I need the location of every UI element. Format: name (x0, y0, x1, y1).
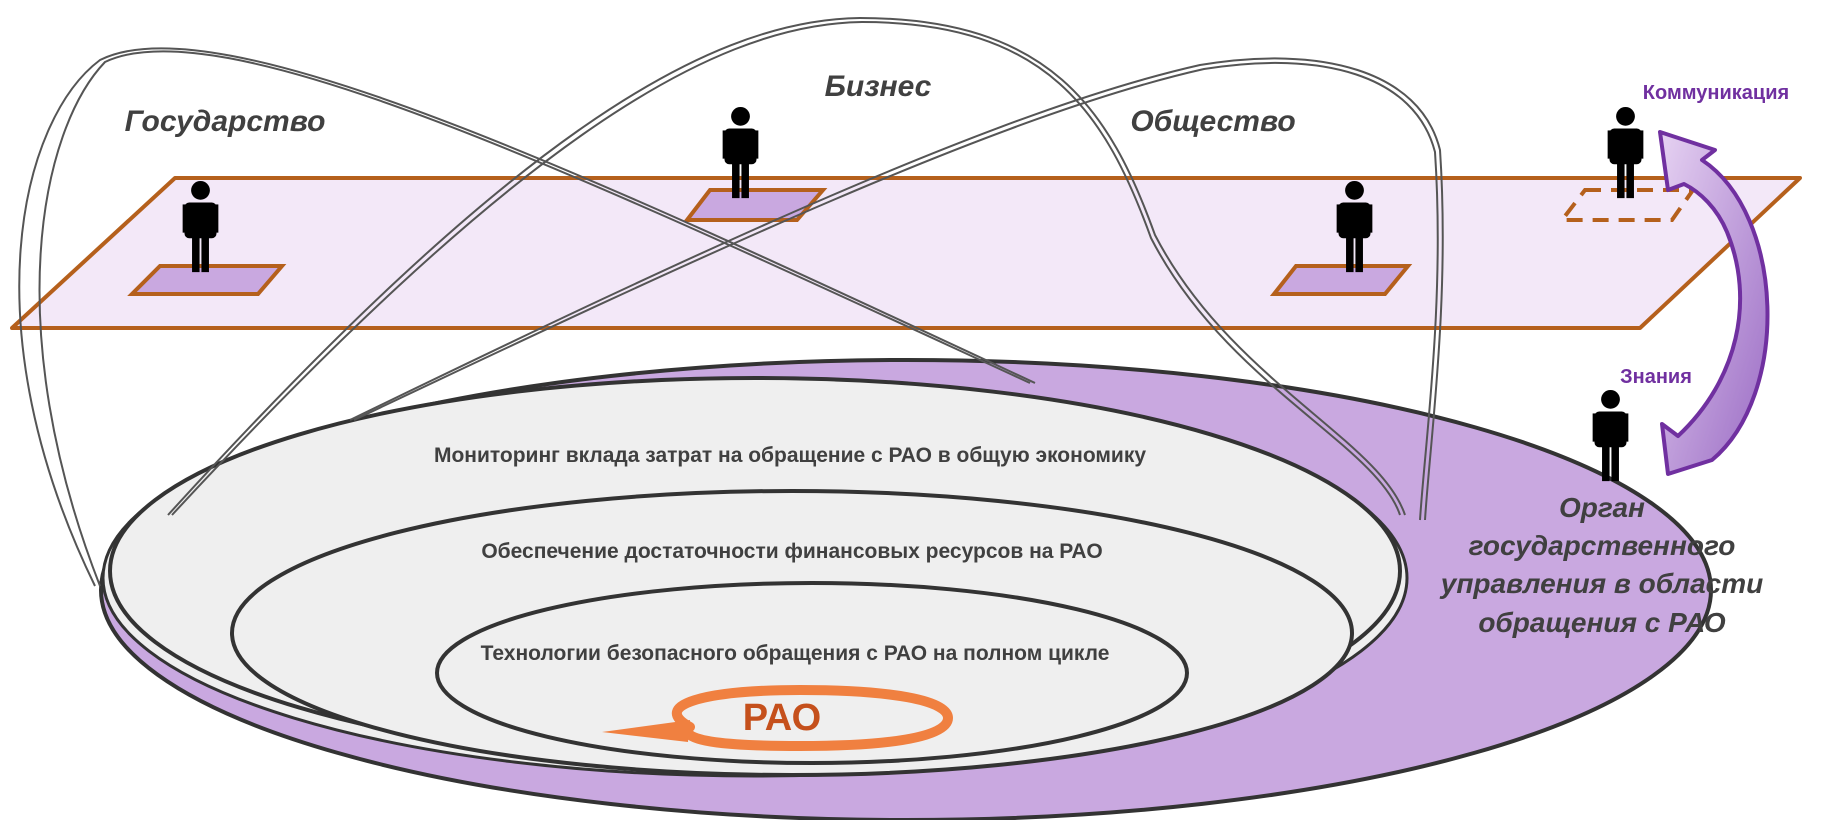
society-plane (10, 176, 1802, 330)
label-organ-1: Орган (1559, 492, 1645, 523)
feedback-arrow-icon (1658, 130, 1770, 476)
center-label-rao: РАО (743, 697, 822, 739)
label-biznes: Бизнес (825, 70, 932, 103)
label-organ-2: государственного (1469, 530, 1736, 561)
person-icon-znaniya (1592, 389, 1629, 482)
ring-middle-label: Обеспечение достаточности финансовых рес… (481, 540, 1102, 563)
circular-arrow-icon (671, 684, 954, 752)
label-organ-3: управления в области (1439, 568, 1764, 599)
pad-obshchestvo (1269, 264, 1413, 296)
ring-inner (435, 581, 1189, 765)
label-znaniya: Знания (1620, 366, 1692, 388)
label-organ-4: обращения с РАО (1478, 607, 1726, 638)
ring-inner-label: Технологии безопасного обращения с РАО н… (481, 642, 1110, 665)
label-obshchestvo: Общество (1130, 105, 1295, 138)
connection-arcs (18, 16, 1444, 587)
circular-arrow-head (602, 720, 690, 742)
pad-gosudarstvo (127, 264, 287, 296)
pad-organ-dashed (1557, 188, 1697, 222)
label-gosudarstvo: Государство (125, 105, 326, 138)
label-kommunikatsiya: Коммуникация (1643, 82, 1789, 104)
pad-biznes (682, 188, 828, 222)
ring-outer-label: Мониторинг вклада затрат на обращение с … (434, 444, 1146, 467)
